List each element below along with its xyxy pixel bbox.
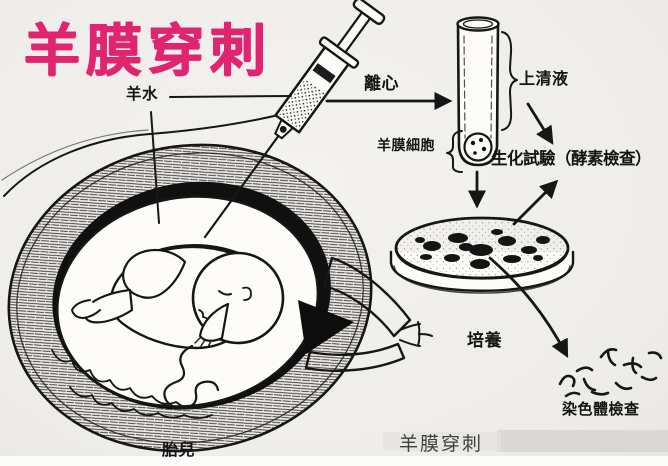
amniotic-fluid-pointers bbox=[150, 95, 292, 224]
flow-arrows bbox=[325, 91, 569, 359]
fetus-eye bbox=[218, 290, 232, 296]
abdominal-wall-arc bbox=[1, 108, 303, 197]
cells-brace bbox=[446, 130, 463, 173]
diagram-title: 羊膜穿刺 bbox=[24, 19, 272, 84]
caption-band-left bbox=[383, 432, 501, 451]
label-chromosome-exam: 染色體檢查 bbox=[562, 400, 640, 418]
fetus-drawing bbox=[71, 244, 285, 410]
cell-pellet bbox=[463, 132, 493, 162]
label-centrifuge: 離心 bbox=[364, 74, 399, 94]
supernatant-brace bbox=[501, 31, 518, 131]
arrow-supernatant-to-biochem bbox=[526, 102, 554, 145]
label-amniotic-fluid: 羊水 bbox=[126, 85, 159, 103]
arrow-dish-to-biochem bbox=[512, 179, 559, 226]
petri-dish bbox=[389, 216, 575, 294]
umbilical-cord bbox=[163, 344, 220, 410]
syringe-fluid bbox=[278, 78, 325, 130]
placenta-frills bbox=[51, 349, 213, 419]
cervix bbox=[298, 256, 433, 372]
label-culture: 培養 bbox=[467, 331, 502, 351]
fetus-arm bbox=[198, 302, 230, 342]
plunger-rod bbox=[336, 10, 372, 54]
label-amniotic-cells: 羊膜細胞 bbox=[377, 138, 435, 154]
needle bbox=[203, 134, 280, 239]
label-supernatant: 上清液 bbox=[519, 69, 569, 88]
fetus-leg bbox=[122, 249, 187, 299]
image-caption: 羊膜穿刺 bbox=[399, 433, 484, 455]
chromosomes bbox=[558, 348, 663, 398]
caption-band bbox=[497, 430, 668, 452]
label-biochemical-test: 生化試驗（酵素檢查） bbox=[491, 149, 652, 168]
plunger-flange bbox=[352, 0, 386, 25]
culture-colonies bbox=[415, 229, 550, 269]
photo-bottom-edge bbox=[0, 456, 668, 466]
label-fetus: 胎兒 bbox=[162, 440, 196, 459]
syringe bbox=[203, 0, 386, 239]
test-tube bbox=[446, 16, 518, 173]
arrow-dish-to-chromosomes bbox=[488, 256, 569, 359]
